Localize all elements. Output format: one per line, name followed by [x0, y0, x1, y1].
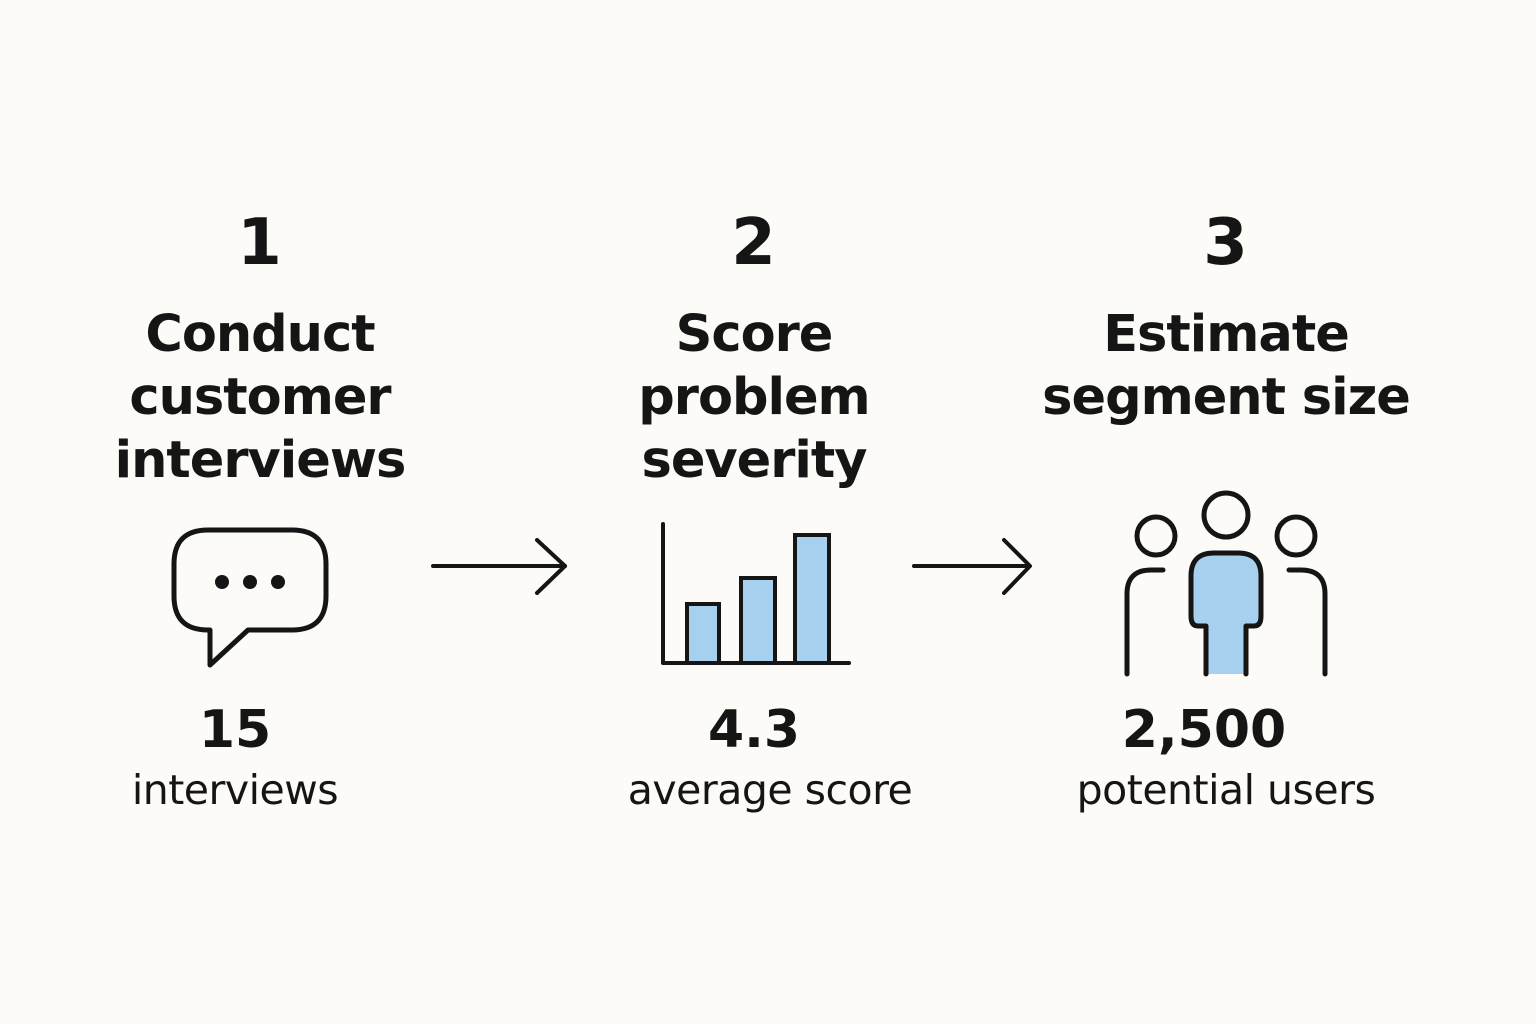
- step-title-line: segment size: [1042, 368, 1411, 427]
- bar-chart-icon: [661, 522, 851, 665]
- arrow-right-icon: [431, 538, 567, 595]
- stat-value: 15: [198, 700, 272, 760]
- step-title: Conduct customer interviews: [20, 303, 500, 492]
- step-title-line: problem: [638, 368, 870, 427]
- step-title-line: Conduct: [145, 305, 375, 364]
- chat-bubble-icon: [171, 527, 329, 668]
- stat-value: 2,500: [1121, 700, 1287, 760]
- step-number: 3: [1203, 206, 1249, 280]
- stat-label: interviews: [131, 766, 339, 814]
- step-title-line: severity: [641, 431, 867, 490]
- step-title-line: customer: [129, 368, 391, 427]
- bar: [685, 602, 721, 665]
- step-title: Score problem severity: [514, 303, 994, 492]
- step-2: 2 Score problem severity 4.3 average sco…: [514, 0, 994, 1024]
- user-group-icon: [1124, 490, 1328, 677]
- step-title: Estimate segment size: [986, 303, 1466, 429]
- stat-label: potential users: [1076, 766, 1376, 814]
- step-title-line: Score: [675, 305, 834, 364]
- step-3: 3 Estimate segment size 2,500 potential …: [986, 0, 1466, 1024]
- stat-value: 4.3: [707, 700, 801, 760]
- stat-label: average score: [627, 766, 913, 814]
- step-number: 1: [237, 206, 283, 280]
- step-title-line: Estimate: [1103, 305, 1350, 364]
- arrow-right-icon: [912, 538, 1032, 595]
- step-title-line: interviews: [114, 431, 407, 490]
- bar: [739, 576, 777, 665]
- bar: [793, 533, 831, 665]
- step-1: 1 Conduct customer interviews 15 intervi…: [20, 0, 500, 1024]
- step-number: 2: [731, 206, 777, 280]
